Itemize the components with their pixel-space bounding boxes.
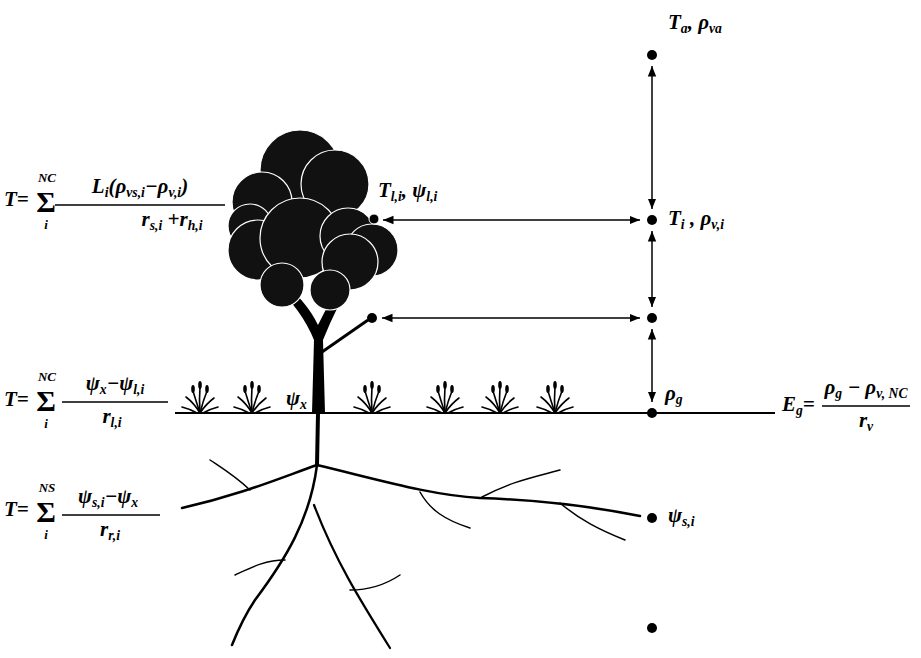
sum-index: i: [44, 218, 48, 231]
leaf-label: Tl,i, ψl,i: [378, 180, 437, 201]
subscript: h,i: [188, 218, 203, 233]
tree-roots: [182, 413, 640, 648]
ground-line: [175, 412, 775, 414]
subscript: v,i: [711, 217, 724, 232]
tree-branch: [322, 320, 368, 352]
subscript: s,i: [682, 514, 695, 529]
subscript: l,i: [111, 415, 122, 430]
subscript: l,i: [133, 382, 144, 397]
subscript: g: [796, 403, 803, 418]
grass-tuft: [482, 381, 518, 413]
state-label: ψx: [286, 388, 307, 409]
state-label: Ta, ρva: [668, 12, 722, 33]
equation-term: T=: [4, 389, 29, 410]
flux-arrow: [651, 66, 653, 209]
fraction-bar: [62, 514, 160, 516]
sum-limit: NC: [38, 370, 56, 383]
subscript: v, NC: [876, 386, 907, 401]
flux-arrow: [382, 317, 640, 319]
grass-tuft: [427, 381, 463, 413]
equation-numerator: Li(ρvs,i−ρv,i): [92, 176, 188, 197]
equation-denominator: rv: [859, 410, 873, 431]
subscript: x: [100, 382, 107, 397]
subscript: x: [131, 495, 138, 510]
subscript: s,i: [92, 495, 105, 510]
subscript: l,i: [391, 189, 402, 204]
node-dot: [647, 50, 657, 60]
subscript: g: [676, 392, 683, 407]
subscript: l,i: [426, 189, 437, 204]
equation-denominator: rs,i +rh,i: [142, 209, 203, 230]
sum-symbol: Σ: [36, 386, 56, 416]
grass-tuft: [182, 381, 218, 413]
subscript: r,i: [108, 528, 120, 543]
grass-tuft: [537, 381, 573, 413]
subscript: vs,i: [126, 185, 145, 200]
flux-arrow: [383, 219, 640, 221]
subscript: a: [681, 21, 688, 36]
equation-denominator: rr,i: [100, 519, 120, 540]
subscript: i: [105, 185, 109, 200]
state-label: ρg: [665, 383, 683, 404]
node-dot: [647, 313, 657, 323]
node-dot: [647, 513, 657, 523]
subscript: s,i: [150, 218, 163, 233]
sum-index: i: [44, 528, 48, 541]
fraction-bar: [62, 401, 168, 403]
leaf-dot: [369, 214, 379, 224]
subscript: v,i: [168, 185, 181, 200]
node-dot: [647, 215, 657, 225]
equation-numerator: ψx−ψl,i: [86, 373, 145, 394]
fraction-bar: [822, 405, 910, 407]
state-label: ψs,i: [668, 505, 695, 526]
equation-term: T=: [4, 499, 29, 520]
subscript: x: [300, 397, 307, 412]
flux-arrow: [651, 231, 653, 307]
state-label: Ti , ρv,i: [668, 208, 724, 229]
equation-denominator: rl,i: [102, 406, 121, 427]
equation-term: Eg=: [782, 394, 815, 415]
node-dot: [647, 408, 657, 418]
sum-limit: NS: [39, 481, 56, 494]
node-dot: [647, 623, 657, 633]
subscript: g: [835, 386, 842, 401]
equation-numerator: ρg − ρv, NC: [824, 377, 907, 398]
sum-symbol: Σ: [36, 497, 56, 527]
subscript: v: [867, 419, 873, 434]
subscript: va: [709, 21, 722, 36]
fraction-bar: [55, 204, 225, 206]
flux-arrow: [651, 329, 653, 402]
grass-tuft: [354, 381, 390, 413]
sum-index: i: [44, 417, 48, 430]
tree-canopy: [228, 130, 398, 310]
sum-symbol: Σ: [36, 187, 56, 217]
subscript: i: [681, 217, 685, 232]
sum-limit: NC: [38, 171, 56, 184]
equation-term: T=: [4, 189, 29, 210]
equation-numerator: ψs,i−ψx: [78, 486, 138, 507]
grass-tuft: [234, 381, 270, 413]
leaf-dot: [367, 313, 377, 323]
